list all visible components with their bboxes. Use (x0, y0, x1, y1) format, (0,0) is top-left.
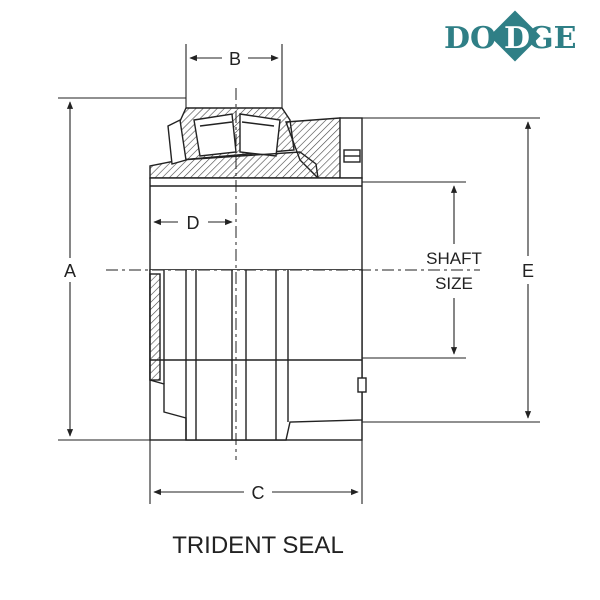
label-a: A (64, 261, 76, 281)
dimensions (58, 44, 540, 504)
centerlines (106, 88, 480, 460)
label-shaft: SHAFT (426, 249, 482, 268)
logo-text-right: GE (528, 21, 577, 56)
label-e: E (522, 261, 534, 281)
sleeve-top-band (149, 177, 363, 271)
bearing-body (149, 107, 367, 441)
lower-housing (149, 270, 363, 441)
dodge-logo: DO D GE (444, 10, 577, 62)
logo-text-mid: D (504, 21, 530, 56)
housing-cap (339, 117, 363, 179)
label-d: D (187, 213, 200, 233)
caption: TRIDENT SEAL (172, 532, 344, 559)
label-b: B (229, 49, 241, 69)
knurl-strip (149, 273, 161, 381)
roller-left (193, 113, 237, 157)
label-c: C (252, 483, 265, 503)
lock-screw (357, 377, 367, 393)
seal-left (167, 118, 187, 165)
label-size: SIZE (435, 274, 473, 293)
logo-text-left: DO (444, 21, 496, 56)
roller-right (239, 113, 281, 157)
